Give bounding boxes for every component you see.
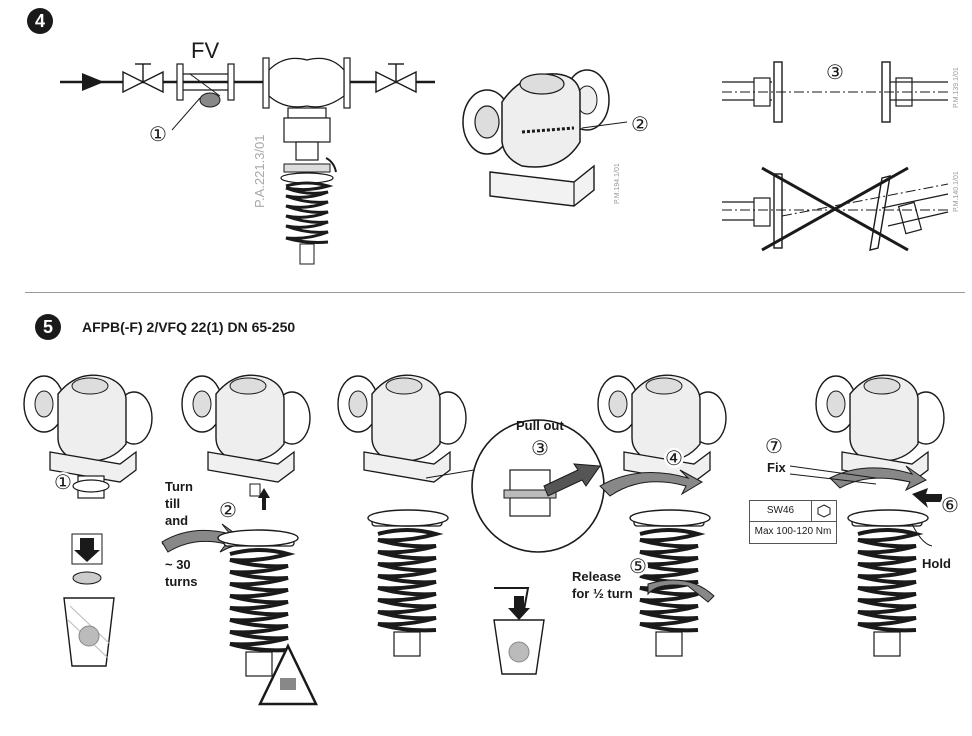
step-3-illustration [337,374,605,675]
arrow-down-icon [508,596,530,620]
torque-spec-box: SW46 Max 100-120 Nm [749,500,837,544]
section-divider [25,292,965,293]
hold-label: Hold [922,556,951,571]
hex-nut-icon [812,501,836,521]
arrow-down-icon [74,538,100,562]
step-4-number: ④ [664,447,684,470]
pipeline-schematic [60,57,435,265]
flow-arrow-icon [82,73,104,91]
rotation-arrow-icon [647,579,715,603]
step-7-number: ⑦ [764,435,784,458]
flange-alignment-incorrect [722,166,949,252]
section-5-title: AFPB(-F) 2/VFQ 22(1) DN 65-250 [82,319,296,335]
valve-3d-illustration [462,69,628,207]
gate-valve-icon [122,63,164,94]
turns-label: ~ 30 turns [165,557,198,589]
section-4-number: 4 [27,8,53,34]
rotation-arrow-icon [829,465,927,492]
arrow-right-icon [543,463,601,497]
wrench-icon [789,465,877,485]
step-2-illustration [161,374,318,706]
step-4-illustration [597,374,727,658]
callout-3: ③ [825,61,845,84]
fix-label: Fix [767,460,786,475]
control-valve-icon [262,57,351,265]
arrow-up-icon [258,488,270,510]
step-6-number: ⑥ [940,494,960,517]
step-3-number: ③ [530,437,550,460]
rotation-arrow-icon [599,469,704,497]
step-1-number: ① [53,471,73,494]
strainer-icon [176,63,235,108]
recycle-bin-icon [63,597,115,667]
fv-label: FV [191,38,220,63]
ref-valve: P.M.194.1/01 [614,163,621,204]
arrow-left-icon [912,488,942,508]
callout-1: ① [148,123,168,146]
step-2-number: ② [218,499,238,522]
torque-value: Max 100-120 Nm [754,526,832,537]
recycle-bin-icon [493,619,545,675]
gate-valve-icon [375,63,417,94]
callout-2: ② [630,113,650,136]
ref-flange-ok: P.M.139.1/01 [953,67,960,108]
release-label: Release for ½ turn [572,569,633,601]
step-1-illustration [23,374,153,667]
section-5-number: 5 [35,314,61,340]
wrench-size: SW46 [750,501,812,521]
ref-schematic: P.A.221.3/01 [252,134,267,209]
step-5-number: ⑤ [628,555,648,578]
turn-till-and-label: Turn till and [165,479,193,528]
ref-flange-bad: P.M.140.1/01 [953,171,960,212]
pull-out-label: Pull out [516,418,564,433]
flange-alignment-correct [722,61,948,123]
step-5-illustration [815,374,945,658]
warning-triangle-icon [258,643,318,706]
